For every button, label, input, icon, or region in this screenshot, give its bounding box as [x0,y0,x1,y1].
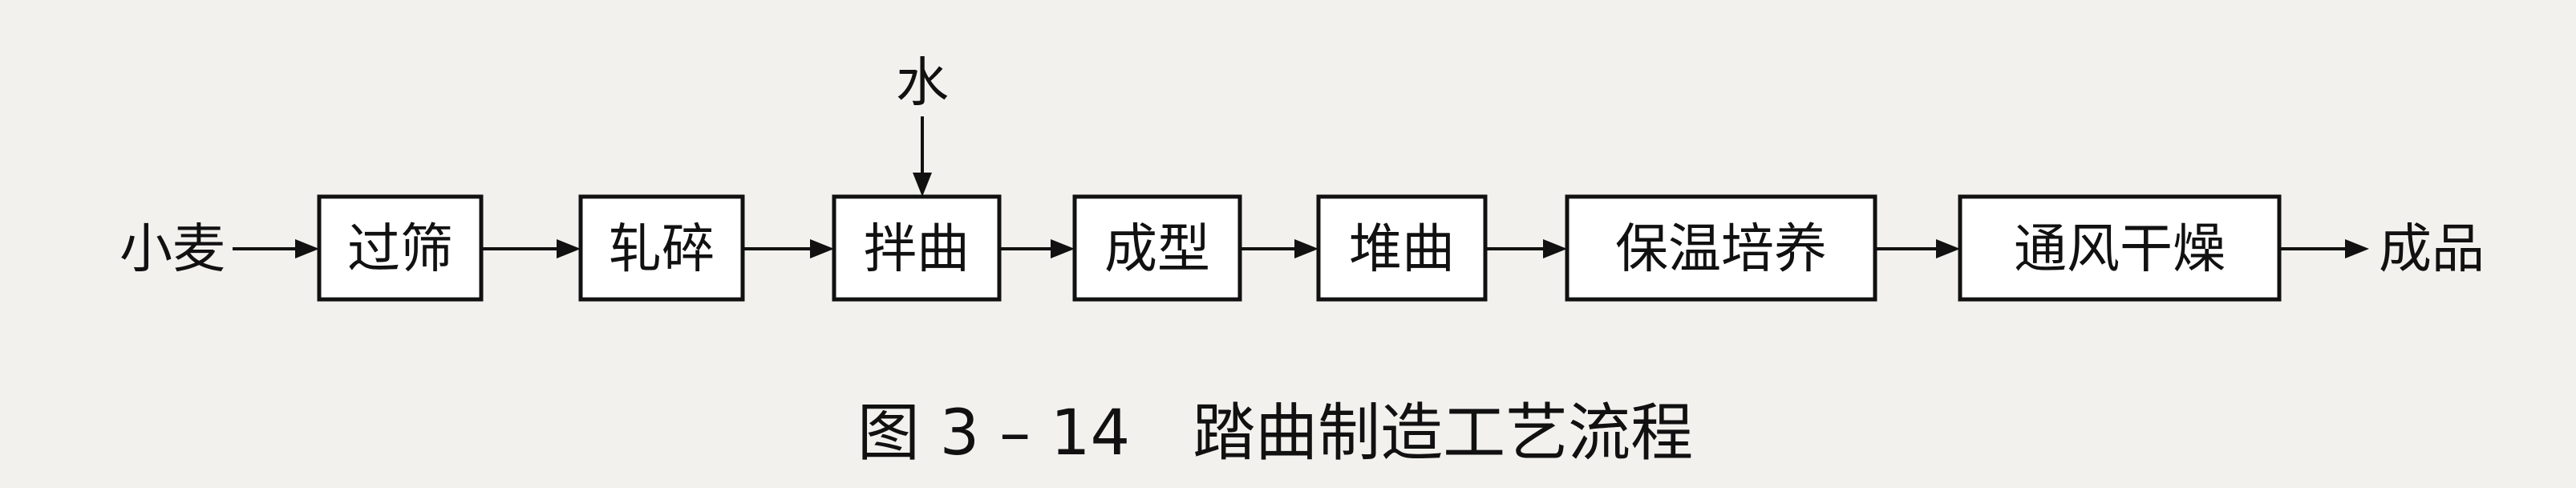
step-box-6 [1565,194,1877,302]
arrowhead-output [2345,239,2369,258]
step-label-2: 轧碎 [609,218,715,280]
step-label-3: 拌曲 [864,218,970,280]
step-box-4 [1072,194,1242,302]
arrowhead-4-5 [1294,239,1318,258]
arrowhead-2-3 [810,239,834,258]
input-label: 小麦 [119,218,225,280]
output-label: 成品 [2379,218,2485,280]
arrowhead-1-2 [557,239,581,258]
step-box-3 [832,194,1002,302]
arrowhead-3-4 [1051,239,1075,258]
step-label-6: 保温培养 [1615,218,1827,280]
step-label-5: 堆曲 [1349,218,1455,280]
step-label-1: 过筛 [347,218,453,280]
figure-caption: 图 3 – 14 踏曲制造工艺流程 [857,397,1693,470]
arrowhead-6-7 [1936,239,1960,258]
step-label-4: 成型 [1104,218,1210,280]
water-label: 水 [896,52,949,114]
arrowhead-input [295,239,319,258]
arrowhead-water [913,173,932,197]
arrowhead-5-6 [1543,239,1567,258]
step-box-5 [1316,194,1488,302]
step-label-7: 通风干燥 [2014,218,2226,280]
